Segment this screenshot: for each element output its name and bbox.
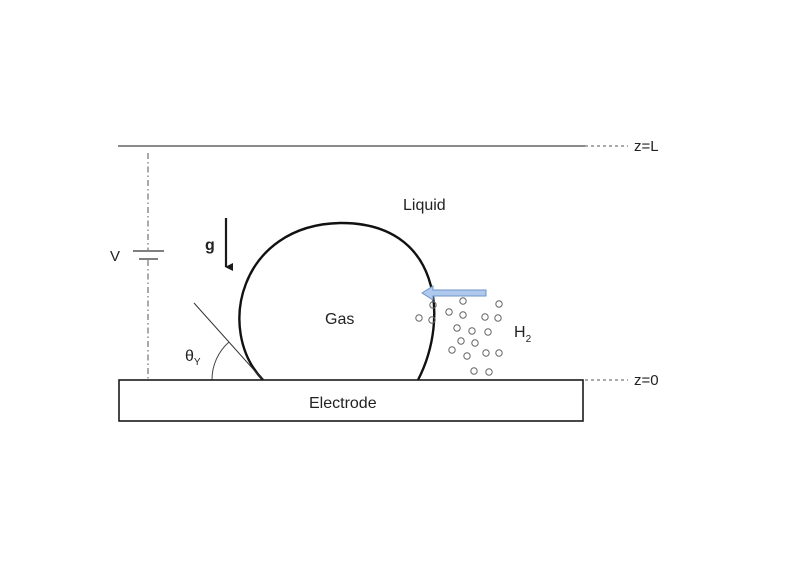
h2-molecule bbox=[495, 300, 503, 308]
gas-label: Gas bbox=[325, 311, 354, 328]
h2-molecule bbox=[415, 314, 423, 322]
contact-angle-arc bbox=[211, 341, 230, 381]
h2-label: H2 bbox=[514, 324, 532, 345]
electrode-plate bbox=[118, 379, 584, 422]
h2-molecule-cluster bbox=[415, 297, 503, 376]
h2-molecule bbox=[471, 339, 479, 347]
h2-molecule bbox=[453, 324, 461, 332]
contact-angle-tangent bbox=[193, 302, 264, 381]
h2-subscript: 2 bbox=[526, 334, 532, 345]
h2-flux-arrow bbox=[421, 285, 487, 301]
h2-molecule bbox=[468, 327, 476, 335]
h2-molecule bbox=[482, 349, 490, 357]
contact-angle-symbol: θ bbox=[185, 348, 194, 365]
h2-molecule bbox=[459, 297, 467, 305]
h2-molecule bbox=[484, 328, 492, 336]
h2-molecule bbox=[445, 308, 453, 316]
h2-molecule bbox=[463, 352, 471, 360]
h2-molecule bbox=[470, 367, 478, 375]
h2-molecule bbox=[485, 368, 493, 376]
h2-molecule bbox=[457, 337, 465, 345]
h2-molecule bbox=[429, 301, 437, 309]
h2-molecule bbox=[494, 314, 502, 322]
h2-molecule bbox=[481, 313, 489, 321]
gas-bubble-outline bbox=[238, 221, 436, 381]
electrode-label: Electrode bbox=[309, 395, 377, 412]
voltage-label: V bbox=[110, 248, 120, 265]
h2-molecule bbox=[459, 311, 467, 319]
h2-molecule bbox=[428, 316, 436, 324]
h2-species: H bbox=[514, 324, 526, 341]
gravity-label: g bbox=[205, 237, 215, 254]
top-boundary-label: z=L bbox=[634, 138, 659, 155]
contact-angle-subscript: Y bbox=[194, 357, 201, 368]
h2-molecule bbox=[448, 346, 456, 354]
liquid-label: Liquid bbox=[403, 197, 446, 214]
contact-angle-label: θY bbox=[185, 348, 201, 368]
bottom-boundary-label: z=0 bbox=[634, 372, 659, 389]
h2-molecule bbox=[495, 349, 503, 357]
